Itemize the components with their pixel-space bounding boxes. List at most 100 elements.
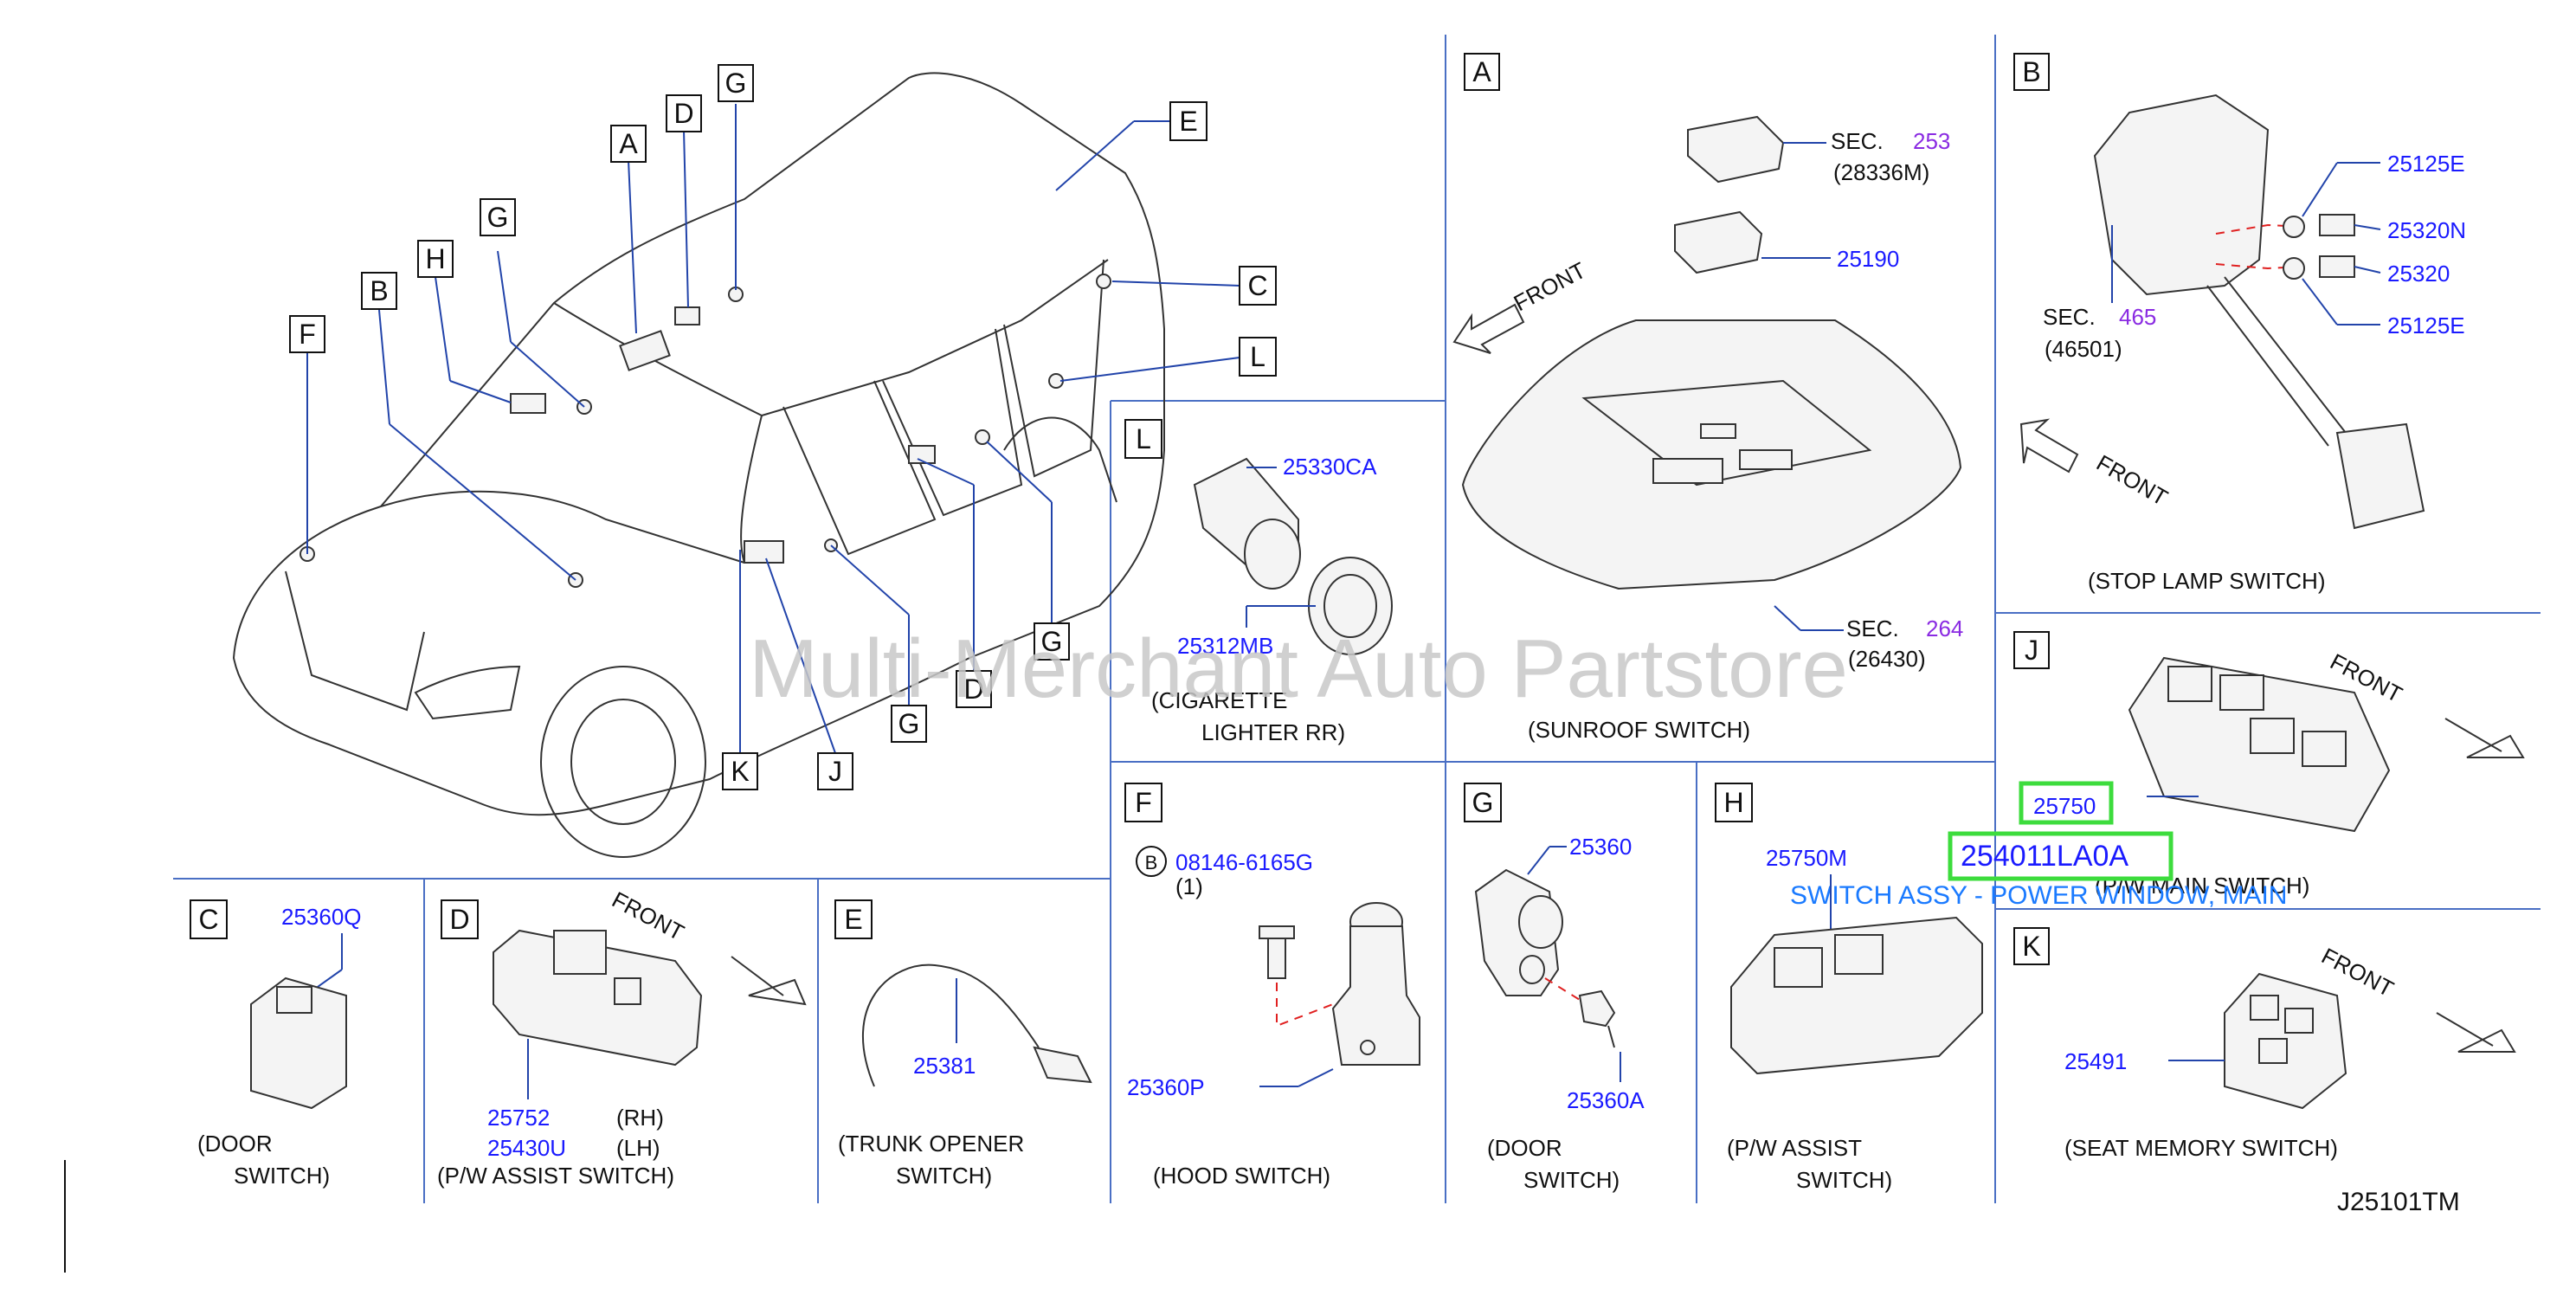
vehicle-callout-d-label: D bbox=[673, 98, 693, 129]
vehicle-callout-b: B bbox=[361, 272, 397, 310]
section-g-part-2: 25360A bbox=[1567, 1087, 1645, 1113]
highlight-part-number[interactable]: 25750 bbox=[2033, 793, 2096, 819]
section-k-letter: K bbox=[2022, 931, 2040, 962]
section-d-part-lh: 25430U bbox=[487, 1135, 566, 1161]
vehicle-callout-k-label: K bbox=[731, 756, 749, 787]
vehicle-callout-f-label: F bbox=[299, 319, 316, 350]
sunroof-switch-part bbox=[1674, 210, 1763, 274]
section-c-caption-line1: (DOOR bbox=[197, 1131, 273, 1157]
section-a-sec2-num: 264 bbox=[1926, 615, 1963, 641]
sunroof-switch-bracket bbox=[1687, 115, 1785, 184]
section-f-caption: (HOOD SWITCH) bbox=[1153, 1163, 1330, 1189]
section-e-caption-line1: (TRUNK OPENER bbox=[838, 1131, 1024, 1157]
section-f-bolt-part: 08146-6165G bbox=[1175, 849, 1313, 875]
vehicle-callout-j-label: J bbox=[828, 756, 842, 787]
section-d-letter: D bbox=[449, 904, 469, 935]
door-switch-screw bbox=[1578, 989, 1616, 1028]
highlight-box-full-part[interactable] bbox=[1948, 831, 2174, 881]
highlight-description[interactable]: SWITCH ASSY - POWER WINDOW, MAIN bbox=[1790, 881, 2287, 910]
vehicle-callouts: A D G E C L G H B F K J D G G bbox=[289, 64, 1277, 790]
section-c: C 25360Q (DOOR SWITCH) bbox=[190, 899, 362, 1189]
vehicle-callout-g-roof-label: G bbox=[487, 202, 509, 233]
vehicle-callout-e-label: E bbox=[1179, 106, 1197, 137]
section-b-letter: B bbox=[2022, 56, 2040, 87]
section-f-bolt-marker: B bbox=[1145, 852, 1158, 873]
section-e-caption-line2: SWITCH) bbox=[896, 1163, 992, 1189]
section-c-letter: C bbox=[198, 904, 218, 935]
section-a-sec2-prefix: SEC. bbox=[1846, 615, 1899, 641]
part-highlight[interactable]: 25750 254011LA0A SWITCH ASSY - POWER WIN… bbox=[1790, 781, 2287, 910]
vehicle-callout-h: H bbox=[417, 240, 454, 278]
section-d-lh: (LH) bbox=[616, 1135, 660, 1161]
section-l-caption-line2: LIGHTER RR) bbox=[1201, 719, 1345, 745]
overhead-console bbox=[1461, 319, 1962, 590]
vehicle-callout-h-label: H bbox=[425, 243, 445, 274]
section-b: B 25125E 25320N 25320 25125E SEC. 465 (4… bbox=[2013, 53, 2466, 594]
section-e: E 25381 (TRUNK OPENER SWITCH) bbox=[834, 899, 1092, 1189]
section-l: L 25330CA 25312MB (CIGARETTE LIGHTER RR) bbox=[1124, 419, 1393, 745]
section-k: K 25491 FRONT (SEAT MEMORY SWITCH) bbox=[2013, 927, 2516, 1161]
vehicle-callout-l: L bbox=[1239, 337, 1277, 377]
section-f-part: 25360P bbox=[1127, 1074, 1205, 1100]
section-f-letter: F bbox=[1135, 787, 1152, 818]
section-b-part-4: 25125E bbox=[2387, 313, 2465, 338]
section-e-letter: E bbox=[844, 904, 862, 935]
section-b-caption: (STOP LAMP SWITCH) bbox=[2088, 568, 2326, 594]
section-a: A SEC. 253 (28336M) 25190 SEC. 264 (2643… bbox=[1452, 53, 1963, 743]
section-a-sec1-num: 253 bbox=[1913, 128, 1950, 154]
section-g-letter: G bbox=[1472, 787, 1494, 818]
section-a-front-arrow: FRONT bbox=[1452, 257, 1590, 354]
vehicle-callout-d-door-label: D bbox=[963, 674, 983, 705]
section-e-part: 25381 bbox=[913, 1053, 976, 1079]
highlight-box-part[interactable] bbox=[2019, 781, 2114, 825]
section-f-bolt-qty: (1) bbox=[1175, 873, 1203, 899]
trunk-opener-switch bbox=[1033, 1046, 1092, 1084]
section-h: H 25750M (P/W ASSIST SWITCH) bbox=[1715, 783, 1983, 1193]
section-a-caption: (SUNROOF SWITCH) bbox=[1528, 717, 1750, 743]
section-k-part: 25491 bbox=[2064, 1048, 2127, 1074]
diagram-code: J25101TM bbox=[2337, 1188, 2460, 1216]
highlight-full-part-number[interactable]: 254011LA0A bbox=[1961, 840, 2128, 873]
vehicle-callout-g-rear-label: G bbox=[1041, 626, 1063, 657]
section-l-part-1: 25330CA bbox=[1283, 454, 1377, 480]
section-a-front-label: FRONT bbox=[1510, 257, 1590, 317]
section-b-part-2: 25320N bbox=[2387, 217, 2466, 243]
vehicle-callout-g-door: G bbox=[891, 705, 927, 743]
section-l-caption-line1: (CIGARETTE bbox=[1151, 687, 1287, 713]
section-g-caption-line1: (DOOR bbox=[1487, 1135, 1562, 1161]
section-g: G 25360 25360A (DOOR SWITCH) bbox=[1464, 783, 1645, 1193]
section-h-part: 25750M bbox=[1766, 845, 1847, 871]
section-a-part1: 25190 bbox=[1837, 246, 1899, 272]
vehicle-callout-j: J bbox=[817, 752, 853, 790]
section-g-caption-line2: SWITCH) bbox=[1523, 1167, 1620, 1193]
vehicle-callout-b-label: B bbox=[370, 275, 388, 306]
section-b-front-label: FRONT bbox=[2092, 449, 2173, 511]
section-f: F B 08146-6165G (1) 25360P (HOOD SWITCH) bbox=[1124, 783, 1420, 1189]
vehicle-callout-g-label: G bbox=[725, 68, 747, 99]
vehicle-callout-c-label: C bbox=[1247, 270, 1267, 301]
section-b-sec-sub: (46501) bbox=[2045, 336, 2122, 362]
section-d-part-rh: 25752 bbox=[487, 1105, 550, 1131]
section-d-front-label: FRONT bbox=[608, 886, 688, 946]
section-j-letter: J bbox=[2025, 635, 2038, 666]
section-k-caption: (SEAT MEMORY SWITCH) bbox=[2064, 1135, 2338, 1161]
brake-pedal-pad bbox=[2335, 422, 2425, 530]
section-j: J (P/W MAIN SWITCH) FRONT bbox=[2013, 631, 2525, 899]
vehicle-leaders bbox=[306, 104, 1240, 754]
vehicle-callout-c: C bbox=[1239, 266, 1277, 306]
watermark: Multi-Merchant Auto Partstore bbox=[749, 622, 1848, 715]
bolt-marker bbox=[1136, 846, 1167, 877]
vehicle-callout-e: E bbox=[1169, 101, 1208, 141]
vehicle-callout-d-door: D bbox=[956, 670, 992, 708]
vehicle-callout-g: G bbox=[718, 64, 754, 102]
section-a-sec1-prefix: SEC. bbox=[1831, 128, 1884, 154]
vehicle-callout-l-label: L bbox=[1250, 341, 1265, 372]
section-a-sec1-sub: (28336M) bbox=[1833, 159, 1929, 185]
section-c-caption-line2: SWITCH) bbox=[234, 1163, 330, 1189]
vehicle-overview bbox=[232, 72, 1165, 858]
section-a-sec2-sub: (26430) bbox=[1848, 646, 1926, 672]
section-c-part: 25360Q bbox=[281, 904, 362, 930]
pedal-bracket bbox=[2093, 93, 2270, 296]
